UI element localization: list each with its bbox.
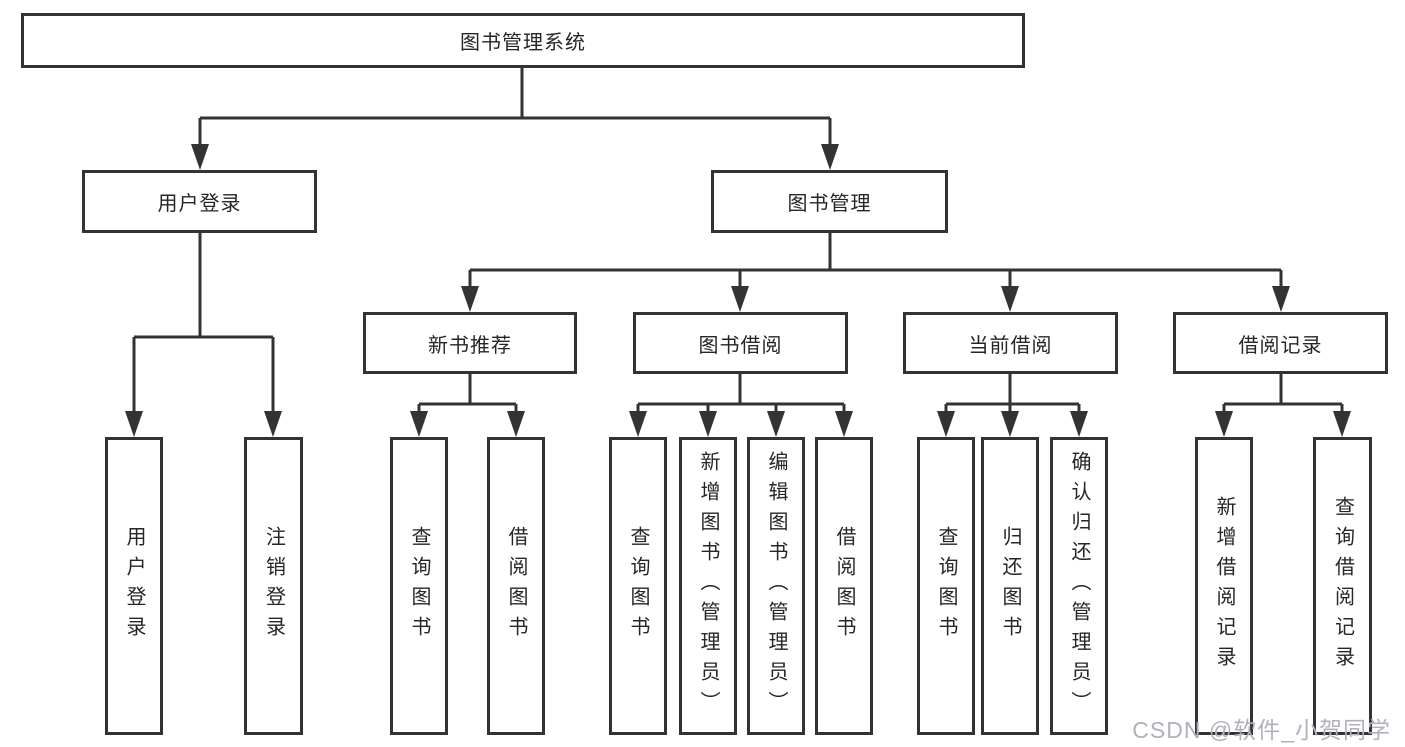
leaf-label: 查询借阅记录	[1331, 496, 1354, 676]
leaf-label: 查询图书	[935, 526, 957, 646]
leaf-user-login: 用户登录	[105, 437, 163, 735]
leaf-query-book-borrow: 查询图书	[609, 437, 667, 735]
leaf-logout: 注销登录	[244, 437, 303, 735]
leaf-borrow-book-recommend: 借阅图书	[487, 437, 545, 735]
node-label: 借阅记录	[1238, 334, 1323, 357]
arrowheads	[125, 144, 1351, 437]
leaf-return-book: 归还图书	[981, 437, 1039, 735]
node-new-book-recommend: 新书推荐	[363, 312, 577, 374]
leaf-borrow-book: 借阅图书	[815, 437, 873, 735]
leaf-label: 借阅图书	[833, 526, 855, 646]
leaf-label: 归还图书	[999, 526, 1021, 646]
leaf-label: 用户登录	[123, 526, 145, 646]
leaf-query-book-recommend: 查询图书	[390, 437, 448, 735]
node-book-management: 图书管理	[711, 170, 948, 233]
leaf-label: 编辑图书（管理员）	[765, 451, 787, 721]
node-current-borrow: 当前借阅	[903, 312, 1118, 374]
node-book-borrow: 图书借阅	[633, 312, 848, 374]
leaf-add-borrow-record: 新增借阅记录	[1195, 437, 1253, 735]
leaf-label: 新增图书（管理员）	[697, 451, 719, 721]
watermark: CSDN @软件_小贺同学	[1132, 717, 1391, 743]
node-label: 图书借阅	[698, 334, 783, 357]
leaf-label: 查询图书	[408, 526, 430, 646]
leaf-edit-book-admin: 编辑图书（管理员）	[747, 437, 805, 735]
node-library-management-system: 图书管理系统	[21, 13, 1025, 68]
leaf-label: 注销登录	[262, 526, 285, 646]
node-label: 新书推荐	[428, 334, 512, 357]
leaf-label: 借阅图书	[505, 526, 527, 646]
node-label: 当前借阅	[968, 334, 1053, 357]
leaf-label: 查询图书	[627, 526, 649, 646]
node-label: 图书管理	[787, 193, 872, 215]
node-user-login: 用户登录	[82, 170, 317, 233]
leaf-confirm-return-admin: 确认归还（管理员）	[1050, 437, 1108, 735]
leaf-label: 新增借阅记录	[1213, 496, 1235, 676]
node-label: 图书管理系统	[460, 32, 586, 54]
leaf-label: 确认归还（管理员）	[1068, 451, 1090, 721]
leaf-query-book-current: 查询图书	[917, 437, 975, 735]
leaf-query-borrow-record: 查询借阅记录	[1313, 437, 1372, 735]
leaf-add-book-admin: 新增图书（管理员）	[679, 437, 737, 735]
node-borrow-records: 借阅记录	[1173, 312, 1388, 374]
node-label: 用户登录	[157, 193, 242, 215]
